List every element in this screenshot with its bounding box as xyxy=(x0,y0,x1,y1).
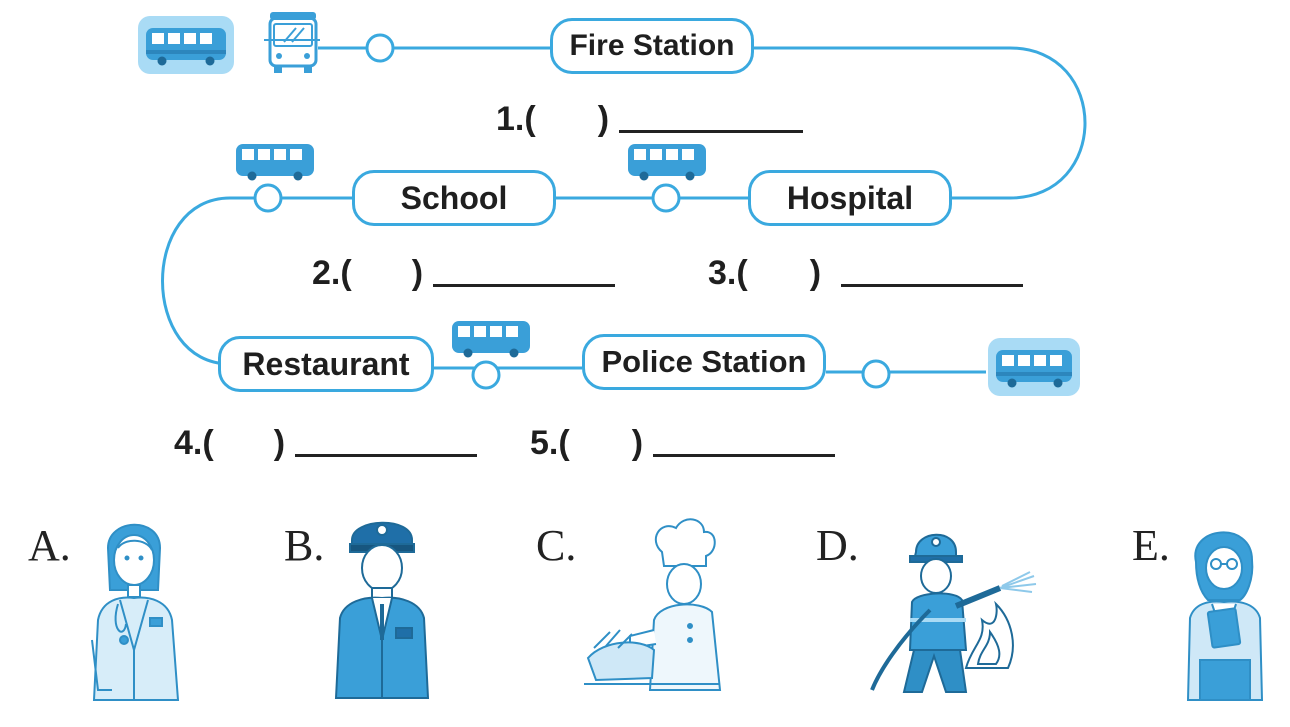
bus-start-icon xyxy=(138,16,234,74)
answer-paren-blank[interactable]: ) xyxy=(411,254,424,292)
stop-circle xyxy=(471,360,501,390)
bus-icon xyxy=(236,144,314,181)
answer-line[interactable] xyxy=(295,454,478,457)
question-number: 1.( xyxy=(496,100,536,138)
option-e-letter: E. xyxy=(1132,521,1170,570)
stop-label: Fire Station xyxy=(569,29,735,62)
route-right-curve xyxy=(952,46,1087,200)
firefighter-icon xyxy=(870,533,1037,693)
doctor-icon xyxy=(91,523,180,701)
option-c-letter: C. xyxy=(536,521,577,570)
stop-label: Restaurant xyxy=(242,345,410,382)
answer-paren-blank[interactable]: ) xyxy=(273,424,286,462)
question-2: 2.( ) xyxy=(312,254,616,293)
stop-hospital: Hospital xyxy=(748,170,952,226)
stop-police-station: Police Station xyxy=(582,334,826,390)
bus-end-icon xyxy=(988,338,1080,396)
stop-restaurant: Restaurant xyxy=(218,336,434,392)
stop-fire-station: Fire Station xyxy=(550,18,754,74)
stop-label: Hospital xyxy=(786,179,914,216)
answer-paren-blank[interactable]: ) xyxy=(809,254,822,292)
cook-icon xyxy=(584,518,722,691)
bus-front-icon xyxy=(264,12,320,73)
stop-circle xyxy=(651,183,681,213)
answer-line[interactable] xyxy=(433,284,616,287)
bus-icon xyxy=(452,321,530,358)
teacher-icon xyxy=(1186,531,1264,701)
question-number: 3.( xyxy=(708,254,748,292)
stop-circle xyxy=(861,359,891,389)
answer-line[interactable] xyxy=(841,284,1024,287)
question-4: 4.( ) xyxy=(174,424,478,463)
question-number: 2.( xyxy=(312,254,352,292)
police-officer-icon xyxy=(334,521,430,699)
option-d-letter: D. xyxy=(816,521,859,570)
option-a-letter: A. xyxy=(28,521,71,570)
answer-line[interactable] xyxy=(653,454,836,457)
question-number: 5.( xyxy=(530,424,570,462)
question-number: 4.( xyxy=(174,424,214,462)
stop-circle xyxy=(365,33,395,63)
question-5: 5.( ) xyxy=(530,424,836,463)
stop-school: School xyxy=(352,170,556,226)
bus-icon xyxy=(628,144,706,181)
answer-paren-blank[interactable]: ) xyxy=(597,100,610,138)
stop-label: Police Station xyxy=(601,344,807,379)
stop-label: School xyxy=(400,179,508,216)
question-3: 3.( ) xyxy=(708,254,1024,293)
answer-line[interactable] xyxy=(619,130,804,133)
answer-paren-blank[interactable]: ) xyxy=(631,424,644,462)
option-b-letter: B. xyxy=(284,521,325,570)
route-left-curve xyxy=(161,196,262,366)
stop-circle xyxy=(253,183,283,213)
question-1: 1.( ) xyxy=(496,100,804,139)
